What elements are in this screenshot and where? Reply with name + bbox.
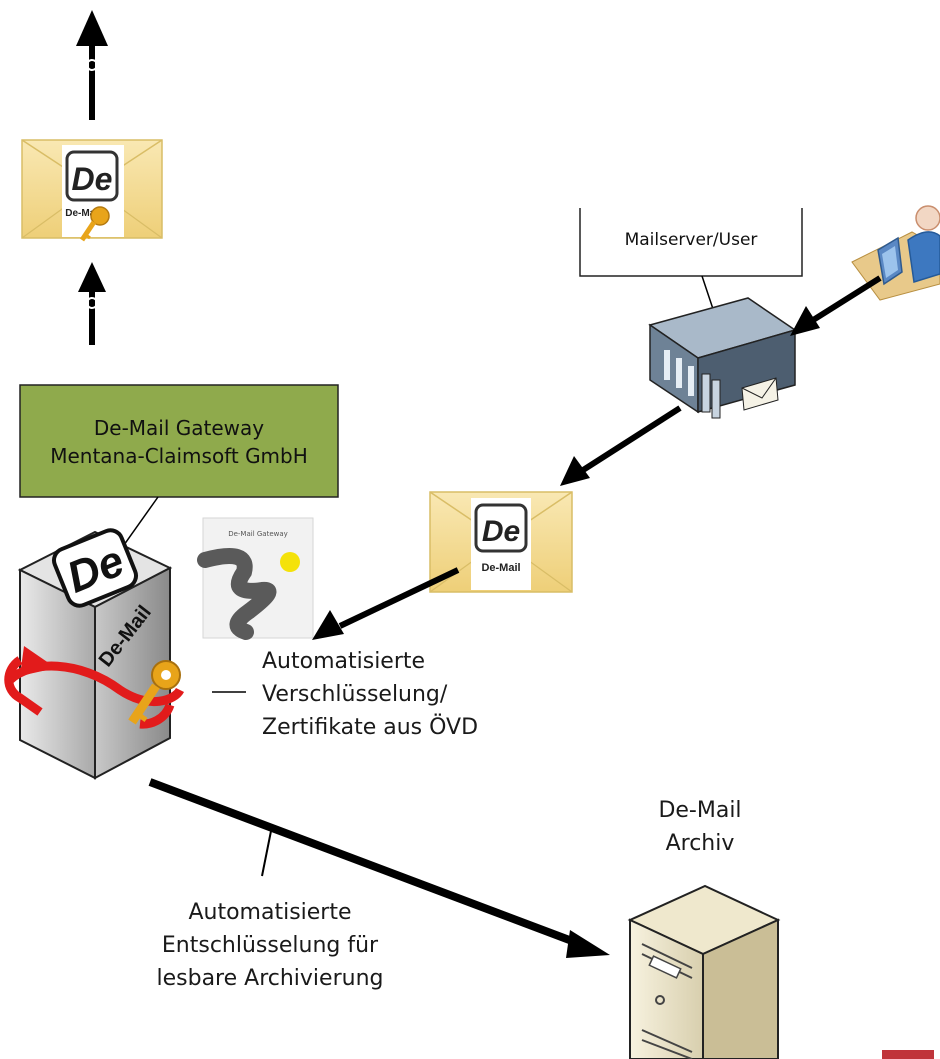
upward-arrow-top xyxy=(76,10,108,120)
gateway-logo-icon xyxy=(197,548,277,640)
envelope-logo: De xyxy=(482,515,520,548)
decryption-label-line2: Entschlüsselung für xyxy=(161,933,379,958)
gateway-dot-icon xyxy=(280,552,300,572)
de-mail-logo-icon: De xyxy=(72,161,113,197)
arrow-envelope-to-tower xyxy=(312,567,460,640)
mailserver-label-text: Mailserver/User xyxy=(624,230,758,250)
archive-label-line2: Archiv xyxy=(665,831,735,856)
gateway-label-line2: Mentana-Claimsoft GmbH xyxy=(50,444,308,468)
envelope-caption-middle: De-Mail xyxy=(481,562,520,574)
envelope-caption: De-Mail xyxy=(65,208,101,219)
archive-label-line1: De-Mail xyxy=(658,798,742,823)
upward-arrow-bottom xyxy=(78,262,106,345)
arrow-user-to-server xyxy=(790,275,882,336)
gateway-box xyxy=(19,384,339,498)
encryption-label-line1: Automatisierte xyxy=(262,649,426,674)
decryption-label-line3: lesbare Archivierung xyxy=(156,966,384,991)
gateway-label: De-Mail Gateway Mentana-Claimsoft GmbH xyxy=(20,414,338,470)
key-icon xyxy=(79,206,110,242)
archive-server-icon xyxy=(627,884,781,1059)
gateway-logo-badge: De-Mail Gateway xyxy=(197,517,314,640)
decryption-label: Automatisierte Entschlüsselung für lesba… xyxy=(110,896,430,995)
arrow-server-to-envelope xyxy=(560,405,682,486)
decryption-label-line1: Automatisierte xyxy=(188,900,352,925)
envelope-with-key-top: De De-Mail xyxy=(21,139,163,242)
callout-line-decryption xyxy=(261,825,273,877)
encryption-label: Automatisierte Verschlüsselung/ Zertifik… xyxy=(262,645,562,744)
accent-bar xyxy=(882,1050,934,1059)
mailserver-label-box xyxy=(579,208,803,277)
gateway-label-line1: De-Mail Gateway xyxy=(93,416,265,440)
encryption-label-line2: Verschlüsselung/ xyxy=(262,682,448,707)
envelope-middle: De De-Mail xyxy=(429,491,573,593)
tower-key-icon xyxy=(128,660,181,725)
archive-label: De-Mail Archiv xyxy=(610,794,790,860)
mailserver-label: Mailserver/User xyxy=(580,230,802,250)
gateway-badge-title: De-Mail Gateway xyxy=(228,530,288,538)
encryption-label-line3: Zertifikate aus ÖVD xyxy=(262,715,479,740)
mail-server-icon xyxy=(648,297,797,419)
arrow-tower-to-archive xyxy=(148,778,610,958)
circular-arrow-head-icon xyxy=(20,646,56,676)
de-mail-tower: De De-Mail xyxy=(4,528,185,780)
